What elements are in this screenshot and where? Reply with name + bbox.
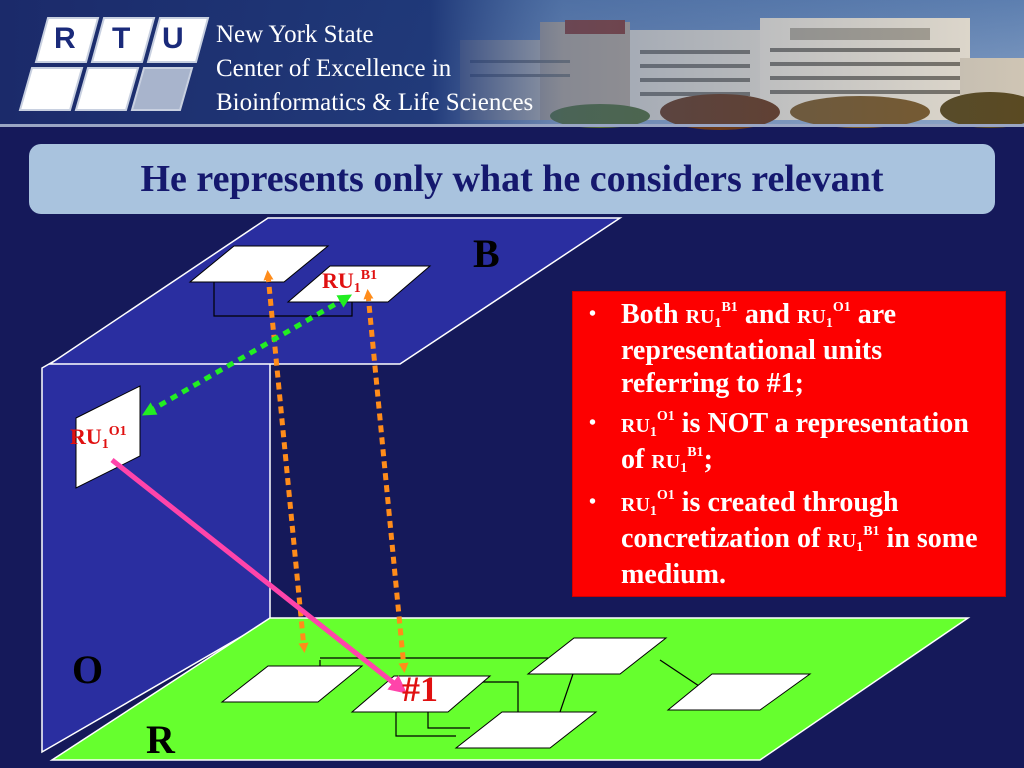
bullet-1-text-2: and bbox=[737, 299, 797, 330]
bullet-dot: • bbox=[589, 303, 597, 325]
bullet-2-ru-2: RU bbox=[651, 451, 681, 473]
bullet-item-2: • RU1O1 is NOT a representation of RU1B1… bbox=[589, 407, 991, 479]
bullet-item-1: • Both RU1B1 and RU1O1 are representatio… bbox=[589, 298, 991, 400]
bullet-2-sup-2: B1 bbox=[687, 445, 704, 460]
bullet-dot: • bbox=[589, 491, 597, 513]
org-line-1: New York State bbox=[216, 21, 374, 48]
bullet-list: • Both RU1B1 and RU1O1 are representatio… bbox=[573, 292, 1005, 591]
bullet-3-sup-1: O1 bbox=[656, 488, 675, 503]
plane-r-label: R bbox=[146, 717, 175, 762]
bullet-1-sub-2: 1 bbox=[825, 316, 833, 331]
ru-b1-sup: B1 bbox=[360, 268, 378, 283]
pink-arrow bbox=[110, 458, 408, 694]
logo-letter-u: U bbox=[162, 22, 184, 55]
org-name: New York State Center of Excellence in B… bbox=[216, 18, 533, 120]
plane-r-boxes bbox=[220, 637, 812, 749]
ru-b1-label: RU1B1 bbox=[322, 268, 377, 297]
bullet-3-text-1: is created through concretization of bbox=[621, 487, 899, 554]
ru-o1-sup: O1 bbox=[108, 424, 127, 439]
bullet-1-text-1: Both bbox=[621, 299, 686, 330]
bullet-dot: • bbox=[589, 412, 597, 434]
plane-o-label: O bbox=[72, 647, 104, 692]
bullet-3-sub-1: 1 bbox=[649, 504, 657, 519]
header-banner bbox=[0, 0, 1024, 130]
bullet-1-ru-2: RU bbox=[796, 306, 826, 328]
org-line-2: Center of Excellence in bbox=[216, 55, 452, 82]
bullet-2-text-1: is NOT a representation of bbox=[621, 408, 969, 475]
bullet-2-ru-1: RU bbox=[621, 415, 650, 437]
bullet-1-text-3: are representational units referring to … bbox=[621, 299, 897, 399]
bullet-3-ru-2: RU bbox=[827, 530, 857, 552]
target-label: #1 bbox=[402, 669, 438, 709]
bullet-1-ru-1: RU bbox=[685, 306, 715, 328]
rtu-logo bbox=[18, 17, 210, 111]
slide-title: He represents only what he considers rel… bbox=[140, 158, 884, 200]
plane-b-label: B bbox=[473, 231, 500, 276]
ru-b1-sub: 1 bbox=[353, 281, 361, 296]
orange-arrow-right bbox=[363, 289, 409, 673]
bullet-3-sup-2: B1 bbox=[863, 524, 880, 539]
ru-o1-label: RU1O1 bbox=[70, 424, 127, 453]
bullet-2-sub-2: 1 bbox=[680, 461, 688, 476]
bullet-2-sub-1: 1 bbox=[649, 425, 657, 440]
ru-o1-box bbox=[75, 385, 141, 489]
plane-r bbox=[49, 617, 971, 761]
bullet-1-sup-1: B1 bbox=[721, 300, 738, 315]
logo-letter-r: R bbox=[54, 22, 76, 55]
bullet-2-sup-1: O1 bbox=[656, 409, 675, 424]
diagram-arrows bbox=[110, 270, 409, 694]
logo-letter-t: T bbox=[112, 22, 131, 55]
ru-b1-base: RU bbox=[322, 268, 354, 293]
bullet-3-text-2: in some medium. bbox=[621, 523, 978, 590]
bullet-3-ru-1: RU bbox=[621, 494, 650, 516]
bullet-3-sub-2: 1 bbox=[856, 540, 864, 555]
bullet-item-3: • RU1O1 is created through concretizatio… bbox=[589, 486, 991, 591]
ru-o1-sub: 1 bbox=[101, 437, 109, 452]
title-bar: He represents only what he considers rel… bbox=[29, 144, 995, 214]
ru-o1-base: RU bbox=[70, 424, 102, 449]
bullet-1-sup-2: O1 bbox=[832, 300, 851, 315]
bullet-1-sub-1: 1 bbox=[714, 316, 722, 331]
info-box: • Both RU1B1 and RU1O1 are representatio… bbox=[572, 291, 1006, 597]
bullet-2-text-2: ; bbox=[703, 444, 713, 475]
org-line-3: Bioinformatics & Life Sciences bbox=[216, 89, 534, 116]
